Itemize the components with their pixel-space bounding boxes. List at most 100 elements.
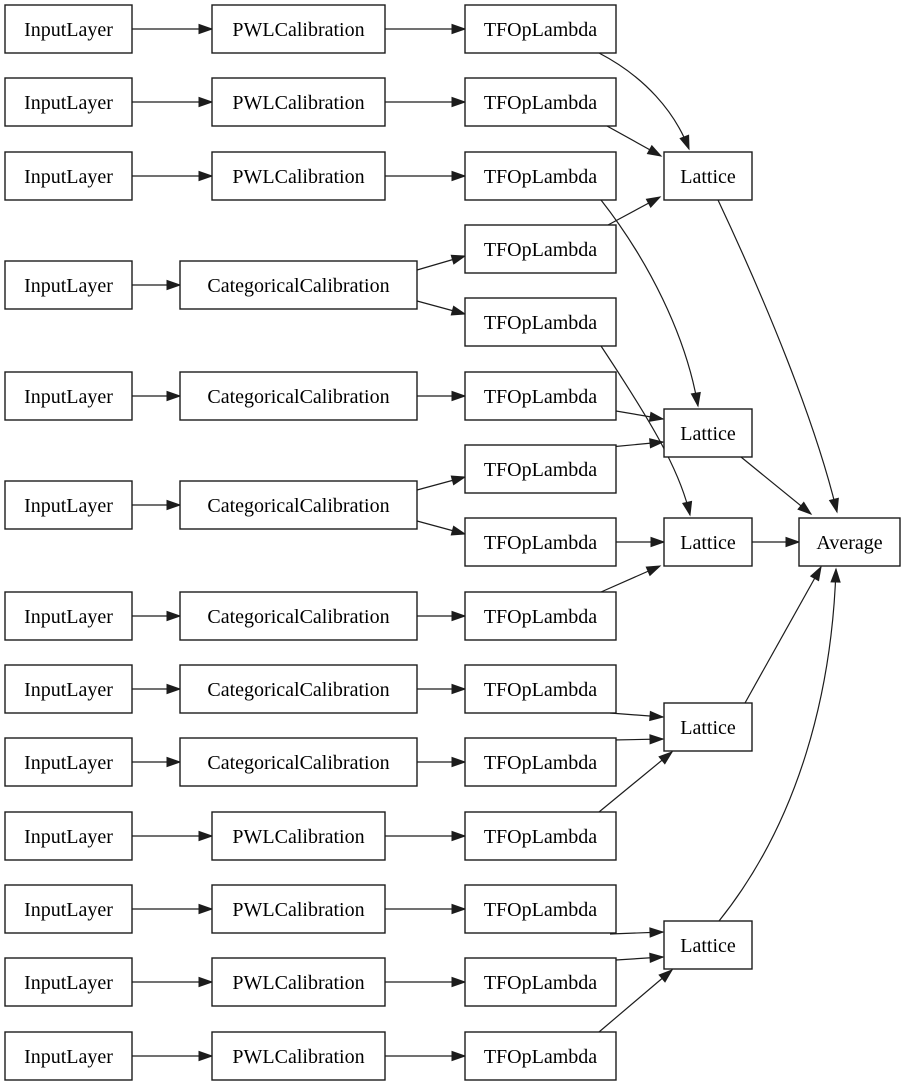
arrowhead-icon: [681, 500, 693, 517]
node-il3: InputLayer: [4, 151, 133, 201]
edge-l3-avg: [752, 536, 801, 548]
edge-t13-l5: [598, 969, 674, 1033]
arrowhead-icon: [650, 536, 666, 548]
node-label: CategoricalCalibration: [207, 386, 389, 408]
edge-line: [600, 345, 691, 516]
node-box: [4, 371, 133, 421]
edge-t12-l5: [615, 952, 665, 964]
arrowhead-icon: [797, 501, 813, 515]
arrowhead-icon: [198, 903, 214, 915]
node-label: InputLayer: [24, 826, 113, 848]
arrowhead-icon: [830, 567, 841, 583]
arrowhead-icon: [649, 710, 665, 722]
node-label: PWLCalibration: [232, 826, 364, 848]
edge-il8-cc8: [132, 683, 182, 695]
edge-t10-l4: [598, 751, 674, 813]
node-label: TFOpLambda: [484, 459, 597, 481]
node-label: InputLayer: [24, 495, 113, 517]
edge-line: [598, 751, 673, 813]
arrowhead-icon: [649, 927, 665, 938]
edge-line: [600, 199, 699, 407]
edge-il9-cc9: [132, 756, 182, 768]
edge-cc6-t6a: [416, 475, 467, 491]
edge-cc9-t9: [417, 756, 467, 768]
arrowhead-icon: [450, 305, 467, 316]
node-il11: InputLayer: [4, 884, 133, 934]
node-box: [464, 4, 617, 54]
edge-t11-l5: [609, 927, 665, 938]
node-l4: Lattice: [663, 702, 753, 752]
node-il2: InputLayer: [4, 77, 133, 127]
node-label: PWLCalibration: [232, 899, 364, 921]
edge-il13-pc13: [132, 1050, 214, 1062]
node-t11: TFOpLambda: [464, 884, 617, 934]
node-l2: Lattice: [663, 408, 753, 458]
node-box: [4, 77, 133, 127]
edge-pc2-t2: [385, 96, 467, 108]
node-box: [464, 517, 617, 567]
arrowhead-icon: [198, 170, 214, 182]
node-box: [211, 957, 386, 1007]
node-t10: TFOpLambda: [464, 811, 617, 861]
node-box: [179, 371, 418, 421]
node-box: [4, 260, 133, 310]
arrowhead-icon: [198, 23, 214, 35]
node-box: [4, 664, 133, 714]
arrowhead-icon: [828, 497, 839, 514]
arrowhead-icon: [451, 903, 467, 915]
arrowhead-icon: [648, 411, 665, 422]
arrowhead-icon: [645, 565, 662, 577]
edge-t6a-l2: [609, 438, 665, 449]
node-pc10: PWLCalibration: [211, 811, 386, 861]
node-box: [211, 884, 386, 934]
edge-il4-cc4: [132, 279, 182, 291]
edge-line: [717, 199, 838, 513]
arrowhead-icon: [450, 525, 467, 536]
node-box: [663, 408, 753, 458]
edge-t3-l2: [600, 199, 701, 408]
node-box: [464, 224, 617, 274]
node-pc1: PWLCalibration: [211, 4, 386, 54]
node-pc11: PWLCalibration: [211, 884, 386, 934]
node-label: CategoricalCalibration: [207, 495, 389, 517]
node-box: [464, 884, 617, 934]
node-label: TFOpLambda: [484, 679, 597, 701]
node-label: Lattice: [680, 717, 736, 739]
edge-il1-pc1: [132, 23, 214, 35]
node-box: [211, 811, 386, 861]
arrowhead-icon: [451, 976, 467, 988]
node-il4: InputLayer: [4, 260, 133, 310]
node-label: PWLCalibration: [232, 1046, 364, 1068]
edge-pc12-t12: [385, 976, 467, 988]
node-label: TFOpLambda: [484, 899, 597, 921]
edge-line: [598, 969, 673, 1033]
arrowhead-icon: [451, 170, 467, 182]
node-label: TFOpLambda: [484, 826, 597, 848]
node-l5: Lattice: [663, 920, 753, 970]
node-label: InputLayer: [24, 1046, 113, 1068]
node-cc8: CategoricalCalibration: [179, 664, 418, 714]
edge-il6-cc6: [132, 499, 182, 511]
node-label: InputLayer: [24, 19, 113, 41]
arrowhead-icon: [166, 279, 182, 291]
arrowhead-icon: [166, 683, 182, 695]
node-box: [464, 151, 617, 201]
edge-t9-l4: [612, 734, 665, 745]
node-label: TFOpLambda: [484, 972, 597, 994]
node-box: [663, 151, 753, 201]
arrowhead-icon: [450, 475, 467, 486]
edge-pc11-t11: [385, 903, 467, 915]
arrowhead-icon: [451, 610, 467, 622]
node-label: TFOpLambda: [484, 386, 597, 408]
arrowhead-icon: [166, 390, 182, 402]
node-cc9: CategoricalCalibration: [179, 737, 418, 787]
node-box: [464, 444, 617, 494]
arrowhead-icon: [198, 976, 214, 988]
node-box: [798, 517, 901, 567]
node-label: CategoricalCalibration: [207, 679, 389, 701]
node-pc3: PWLCalibration: [211, 151, 386, 201]
node-label: Lattice: [680, 423, 736, 445]
edge-l1-avg: [717, 199, 839, 514]
node-box: [663, 920, 753, 970]
